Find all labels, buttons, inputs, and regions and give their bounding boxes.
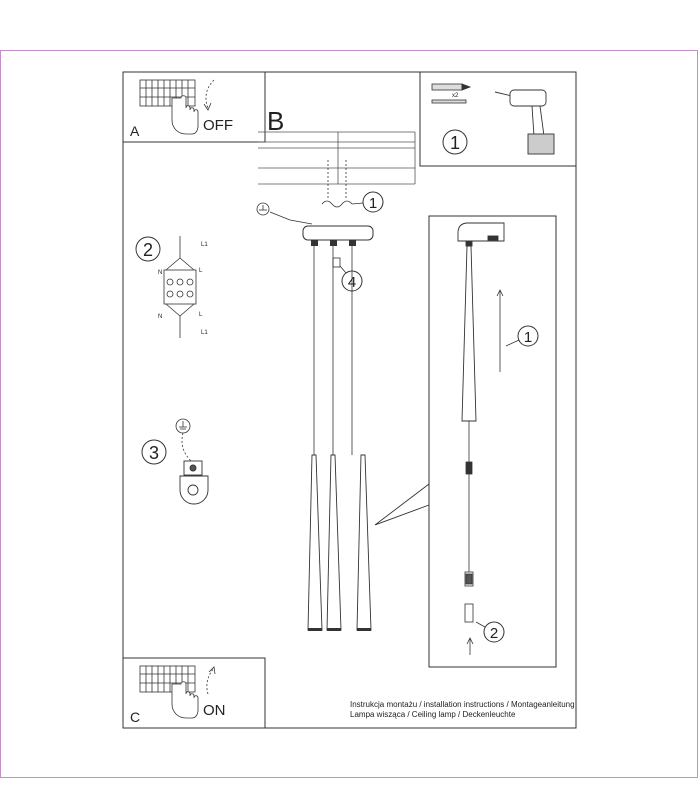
suspension-cables (313, 246, 353, 455)
terminal-label-bottom-n: N (158, 314, 162, 320)
hand-icon (171, 95, 199, 135)
detail-panel: 1 2 (374, 215, 557, 668)
panel-a: A OFF (122, 71, 266, 143)
pendant-lamp-main: 1 4 (256, 160, 384, 631)
cord-grips (311, 240, 356, 246)
panel-c-state: ON (203, 702, 226, 719)
ground-wire-icon (256, 202, 313, 225)
footer-subtitle: Lampa wisząca / Ceiling lamp / Deckenleu… (350, 710, 516, 719)
panel-c: C ON (122, 657, 266, 729)
detail-cable (464, 421, 474, 623)
screw-icon (332, 257, 341, 268)
canopy-icon (302, 225, 374, 241)
mounting-bracket-icon (321, 160, 353, 208)
tools-panel: x2 1 (419, 71, 577, 167)
detail-callout-1-circle (517, 325, 539, 347)
ceiling-icon (258, 131, 416, 185)
tools-quantity: x2 (452, 93, 459, 99)
footer-title: Instrukcja montażu / installation instru… (350, 700, 575, 709)
panel-b-letter: B (267, 106, 284, 136)
step-3-number: 3 (149, 443, 159, 463)
panel-a-state: OFF (203, 117, 233, 134)
breaker-box-on-icon (139, 665, 196, 693)
wiring-diagram: 2 L1 N L N L L1 (135, 236, 208, 338)
terminal-label-top-n: N (158, 270, 162, 276)
step-1-circle (442, 129, 468, 155)
drill-icon (494, 89, 555, 155)
step-1-number: 1 (450, 133, 460, 153)
sheet-border (122, 71, 577, 729)
step-2-circle (135, 236, 161, 262)
detail-panel-box (428, 215, 557, 668)
terminal-block-icon (163, 236, 197, 338)
panel-a-letter: A (130, 123, 140, 139)
panel-c-letter: C (130, 709, 140, 725)
terminal-label-bottom-l: L (199, 312, 203, 318)
detail-tube-icon (461, 245, 477, 422)
detail-callout-2-circle (483, 621, 505, 643)
slide-arrow-icon (496, 289, 504, 372)
ground-symbol-icon (175, 418, 192, 462)
terminal-label-top-l1: L1 (201, 242, 208, 248)
page-frame (0, 50, 698, 778)
tube-shade-ends (308, 628, 371, 631)
plug-arrow-icon (466, 637, 474, 655)
main-callout-1-circle (362, 191, 384, 213)
wall-plug-icon (431, 83, 472, 104)
ground-clamp-icon (179, 460, 209, 505)
breaker-box-icon (139, 79, 196, 107)
step-3-circle (141, 439, 167, 465)
terminal-label-top-l: L (199, 268, 203, 274)
detail-callout-2: 2 (490, 625, 498, 642)
step-2-number: 2 (143, 240, 153, 260)
switch-arrow-icon (205, 79, 215, 109)
tube-shades (307, 454, 372, 631)
main-callout-1: 1 (369, 195, 377, 212)
detail-canopy-icon (457, 222, 505, 247)
panel-c-box (122, 657, 266, 729)
switch-on-arrow-icon (206, 667, 215, 695)
detail-callout-1: 1 (524, 329, 532, 346)
tools-panel-box (419, 71, 577, 167)
ground-diagram: 3 (141, 418, 209, 505)
hand-on-icon (171, 681, 199, 719)
terminal-label-bottom-l1: L1 (201, 330, 208, 336)
detail-pointer (374, 483, 430, 526)
panel-b: B (123, 72, 416, 185)
